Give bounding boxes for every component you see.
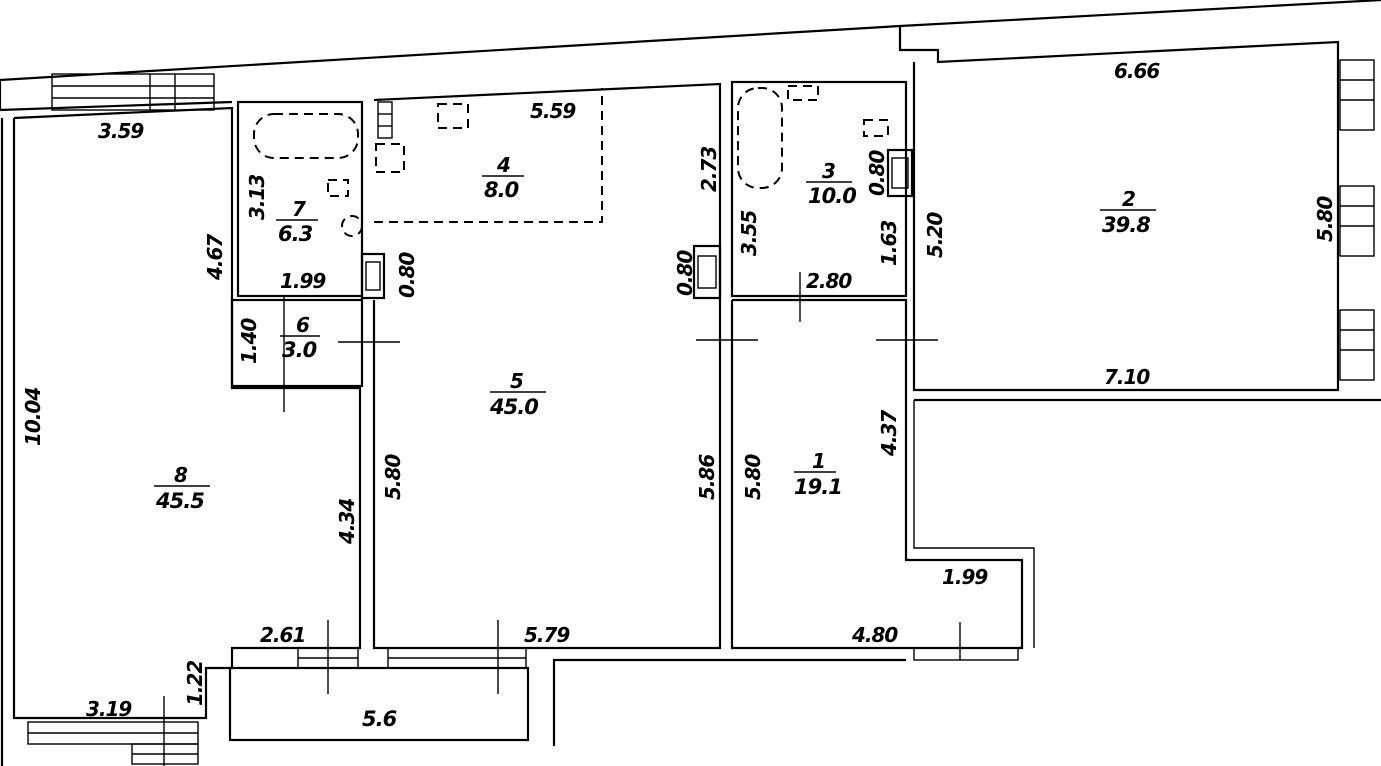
room-2-windows <box>1339 59 1375 381</box>
dim-2-73: 2.73 <box>697 147 721 192</box>
dim-6-66: 6.66 <box>1114 59 1160 83</box>
dim-5-80-b: 5.80 <box>741 454 765 500</box>
dim-4-67: 4.67 <box>203 234 227 281</box>
dim-0-80-a: 0.80 <box>395 252 419 298</box>
balcony-walls <box>163 620 1019 766</box>
room-3-label: 3 10.0 <box>806 159 857 208</box>
room-3-walls <box>730 80 914 322</box>
room-5-number: 5 <box>510 369 524 393</box>
dim-5-86: 5.86 <box>695 454 719 500</box>
dim-0-80-b: 0.80 <box>673 250 697 296</box>
dim-5-80-right: 5.80 <box>1313 196 1337 242</box>
room-7-label: 7 6.3 <box>276 197 318 246</box>
dim-1-63: 1.63 <box>877 221 901 266</box>
outer-walls <box>0 0 1381 392</box>
room-2-label: 2 39.8 <box>1100 187 1156 237</box>
dim-1-99-top: 1.99 <box>280 269 326 293</box>
room-3-area: 10.0 <box>808 184 856 208</box>
dim-4-34: 4.34 <box>335 499 359 545</box>
dim-3-55: 3.55 <box>737 211 761 256</box>
dim-3-19: 3.19 <box>86 697 132 721</box>
dim-1-99-bottom: 1.99 <box>942 565 988 589</box>
room-1-area: 19.1 <box>794 475 842 499</box>
dim-7-10: 7.10 <box>1104 365 1150 389</box>
room-2-area: 39.8 <box>1102 213 1150 237</box>
dim-2-80: 2.80 <box>806 269 852 293</box>
room-4-area: 8.0 <box>484 178 519 202</box>
room-6-label: 6 3.0 <box>280 313 320 362</box>
dim-2-61: 2.61 <box>260 623 305 647</box>
room-3-number: 3 <box>822 159 836 183</box>
room-6-area: 3.0 <box>282 338 317 362</box>
room-7-walls <box>236 100 364 298</box>
room-8-label: 8 45.5 <box>154 463 210 513</box>
dim-3-59: 3.59 <box>98 119 144 143</box>
dim-0-80-c: 0.80 <box>865 150 889 196</box>
room-labels: 1 19.1 2 39.8 3 10.0 4 8.0 5 45.0 6 3.0 <box>154 153 1156 731</box>
horizontal-dimensions: 3.59 5.59 6.66 1.99 2.80 7.10 1.99 2.61 … <box>86 59 1161 721</box>
room-1-label: 1 19.1 <box>794 449 843 499</box>
room-4-number: 4 <box>496 153 511 177</box>
dim-5-20: 5.20 <box>923 212 947 258</box>
room-8-area: 45.5 <box>155 489 204 513</box>
dim-4-37: 4.37 <box>877 410 901 457</box>
room-6-walls <box>230 296 400 412</box>
dim-3-13: 3.13 <box>245 175 269 220</box>
vertical-dimensions: 2.73 3.13 4.67 0.80 0.80 0.80 3.55 1.63 … <box>21 147 1337 706</box>
room-5-walls <box>360 82 758 650</box>
dim-5-79: 5.79 <box>524 623 570 647</box>
room-7-area: 6.3 <box>278 222 313 246</box>
dim-10-04: 10.04 <box>21 388 45 446</box>
dim-5-59: 5.59 <box>530 99 576 123</box>
dim-1-22: 1.22 <box>183 661 207 706</box>
room-8-number: 8 <box>174 463 188 487</box>
dim-1-40: 1.40 <box>237 318 261 364</box>
room-4-label: 4 8.0 <box>482 153 524 202</box>
dim-5-80-a: 5.80 <box>381 454 405 500</box>
dim-4-80: 4.80 <box>851 623 898 647</box>
balcony-area: 5.6 <box>362 707 397 731</box>
room-1-walls <box>730 298 1381 660</box>
room-7-number: 7 <box>292 197 306 221</box>
room-8-walls <box>0 106 362 766</box>
room-2-number: 2 <box>1122 187 1136 211</box>
room-5-label: 5 45.0 <box>489 369 546 419</box>
room-1-number: 1 <box>812 449 826 473</box>
room-5-area: 45.0 <box>489 395 538 419</box>
room-6-number: 6 <box>296 313 310 337</box>
